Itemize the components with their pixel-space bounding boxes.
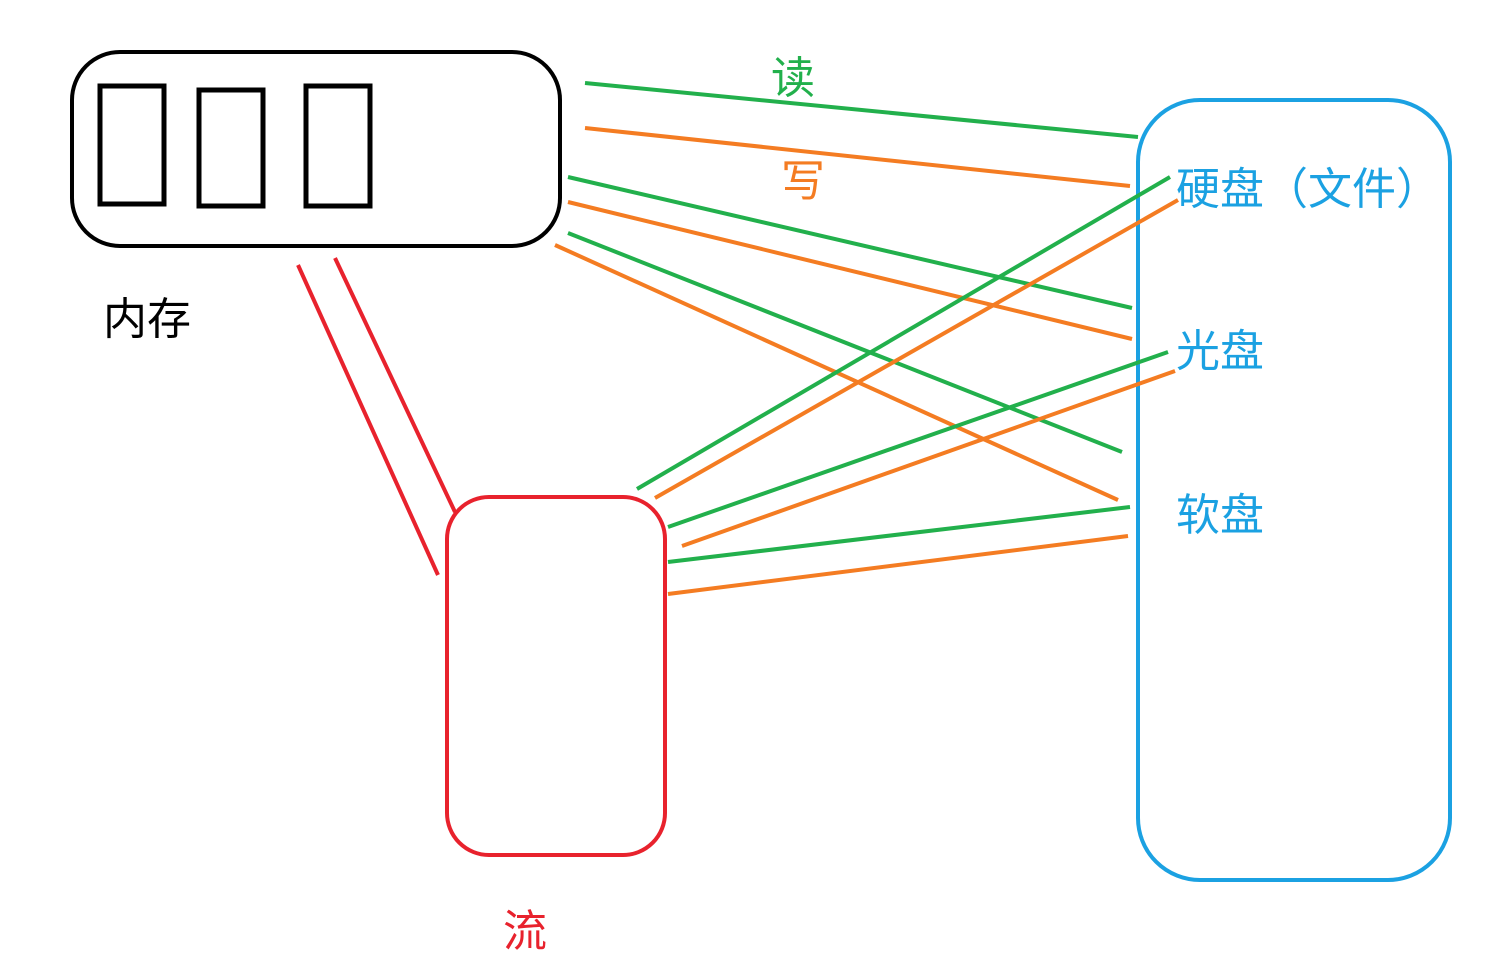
stream-label: 流	[503, 906, 547, 957]
hard-disk-label: 硬盘（文件）	[1176, 164, 1440, 215]
write-label: 写	[781, 156, 825, 207]
read-label: 读	[771, 53, 815, 104]
memory-box	[70, 50, 562, 248]
read-line-stream-hard-disk	[635, 175, 1172, 491]
read-line-stream-optical-disk	[667, 350, 1169, 529]
read-line-memory-optical-disk	[567, 175, 1133, 310]
write-line-memory-optical-disk	[567, 200, 1133, 341]
write-line-stream-hard-disk	[654, 198, 1179, 500]
memory-label: 内存	[103, 294, 191, 345]
memory-stream-line-1	[296, 264, 440, 576]
floppy-disk-label: 软盘	[1176, 490, 1264, 541]
memory-cell-2	[196, 87, 266, 209]
write-line-memory-hard-disk	[584, 126, 1131, 188]
memory-cell-3	[303, 83, 373, 209]
memory-cell-1	[97, 83, 167, 207]
optical-disk-label: 光盘	[1176, 326, 1264, 377]
storage-box	[1136, 98, 1452, 882]
read-line-stream-floppy-disk	[667, 505, 1131, 564]
read-line-memory-floppy-disk	[567, 231, 1123, 454]
read-line-memory-hard-disk	[584, 81, 1139, 139]
stream-box	[445, 495, 667, 857]
memory-stream-line-2	[333, 257, 457, 513]
write-line-stream-optical-disk	[681, 369, 1176, 548]
write-line-stream-floppy-disk	[667, 534, 1129, 596]
